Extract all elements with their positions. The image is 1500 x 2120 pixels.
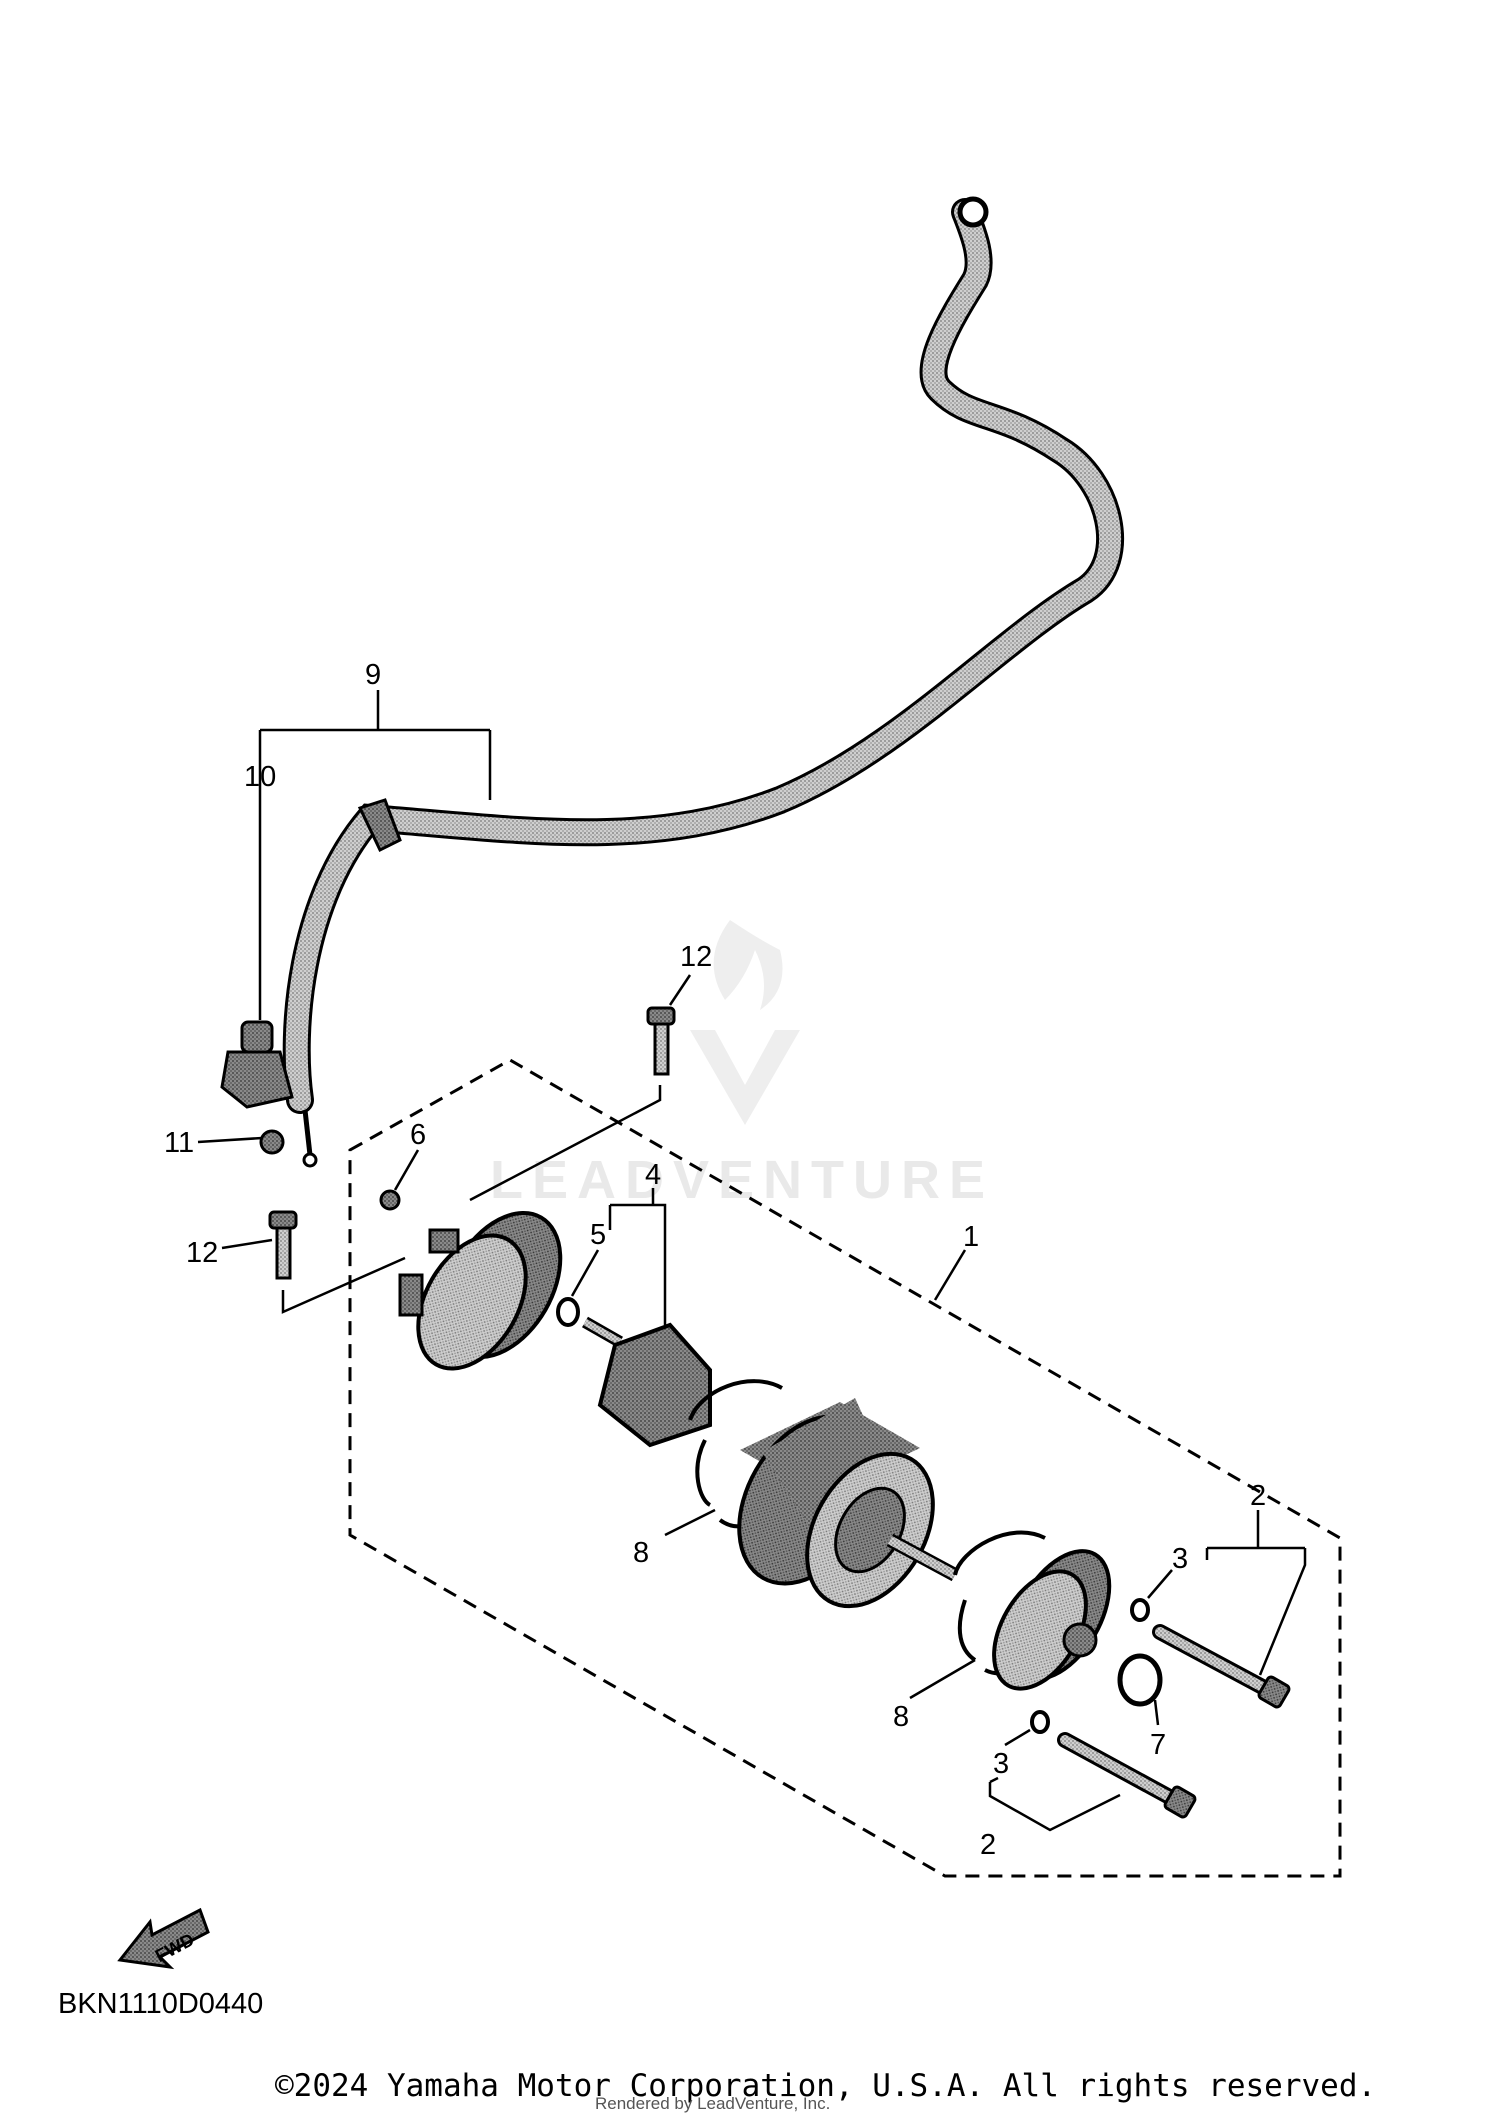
o-ring-part-7 xyxy=(1117,1653,1163,1707)
leader-lines xyxy=(197,690,1307,1832)
callout-4: 4 xyxy=(645,1159,661,1191)
rendered-by-notice: Rendered by LeadVenture, Inc. xyxy=(595,2094,831,2113)
washer-part-6 xyxy=(379,1189,401,1211)
watermark-text: LEADVENTURE xyxy=(490,1150,994,1210)
callout-8-upper: 8 xyxy=(633,1537,649,1569)
callout-5: 5 xyxy=(590,1219,606,1251)
o-ring-part-5 xyxy=(556,1297,580,1327)
through-bolt-part-2-lower xyxy=(1057,1732,1197,1819)
callout-12-left: 12 xyxy=(186,1237,218,1269)
callout-3-upper: 3 xyxy=(1172,1543,1188,1575)
fwd-arrow-icon: FWD xyxy=(117,1907,210,1970)
ring-terminal xyxy=(957,196,989,228)
nut-part-11 xyxy=(259,1129,285,1155)
starter-front-cover xyxy=(992,1549,1112,1691)
brush-holder-part-4 xyxy=(582,1316,712,1448)
callout-2-upper: 2 xyxy=(1250,1480,1266,1512)
terminal-boot xyxy=(220,1020,294,1109)
callout-10: 10 xyxy=(244,761,276,793)
callout-7: 7 xyxy=(1150,1729,1166,1761)
callout-2-lower: 2 xyxy=(980,1829,996,1861)
o-ring-part-3-upper xyxy=(1130,1598,1150,1622)
bolt-part-12-top xyxy=(646,1006,676,1076)
bolt-part-12-left xyxy=(268,1210,298,1280)
callout-12-top: 12 xyxy=(680,941,712,973)
through-bolt-part-2-upper xyxy=(1152,1624,1291,1709)
callout-6: 6 xyxy=(410,1119,426,1151)
starter-rear-cover xyxy=(398,1210,563,1371)
o-ring-part-3-lower xyxy=(1030,1710,1050,1734)
callout-3-lower: 3 xyxy=(993,1748,1009,1780)
diagram-code: BKN1110D0440 xyxy=(58,1988,264,2020)
battery-cable xyxy=(282,196,1124,1168)
callout-9: 9 xyxy=(365,659,381,691)
callout-11: 11 xyxy=(164,1127,194,1159)
callout-1: 1 xyxy=(963,1221,979,1253)
cable-clamp xyxy=(357,798,402,853)
copyright-notice: ©2024 Yamaha Motor Corporation, U.S.A. A… xyxy=(275,2068,1377,2104)
callout-labels: 9 10 11 12 12 6 4 5 1 8 8 3 2 7 3 2 xyxy=(164,659,1266,1861)
callout-8-lower: 8 xyxy=(893,1701,909,1733)
starter-yoke xyxy=(737,1398,959,1609)
leadventure-watermark: LEADVENTURE xyxy=(490,920,994,1210)
starter-motor-assembly-outline xyxy=(348,1058,1342,1878)
